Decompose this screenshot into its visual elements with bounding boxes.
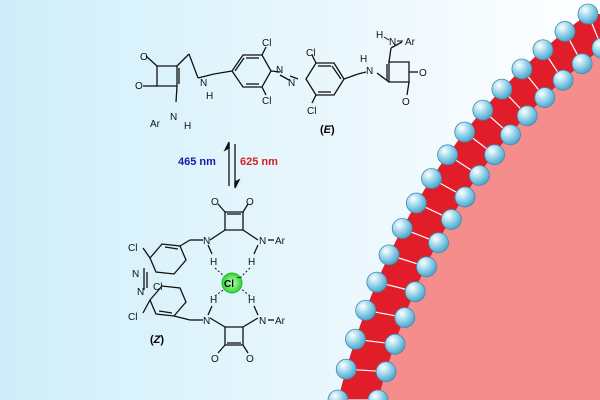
z-squaramide-bottom <box>209 317 259 354</box>
squaramide-left <box>143 53 190 103</box>
lipid-head-inner <box>375 361 397 383</box>
e-o-left-top: O <box>140 52 148 63</box>
lipid-head-outer <box>491 78 513 100</box>
lipid-head-outer <box>472 99 494 121</box>
e-cl-3: Cl <box>306 48 315 59</box>
lipid-head-inner <box>367 389 389 400</box>
lipid-head-inner <box>384 333 406 355</box>
z-squaramide-top <box>209 203 259 241</box>
wavelength-625-label: 625 nm <box>240 156 278 168</box>
e-n-right-top: N <box>389 37 396 48</box>
lipid-heads-outer <box>327 3 599 400</box>
lipid-head-inner <box>571 53 593 75</box>
photoswitch-arrows <box>223 141 241 189</box>
e-azo-n2: N <box>288 78 295 89</box>
e-nh-right-h: H <box>360 54 367 65</box>
z-n-top-right: N <box>259 236 266 247</box>
z-h-4: H <box>248 295 255 306</box>
z-cl-3: Cl <box>128 312 137 323</box>
e-azo-n1: N <box>276 65 283 76</box>
lipid-tail-band <box>338 14 600 400</box>
z-isomer-structure <box>142 203 274 354</box>
e-nh-left-n: N <box>200 78 207 89</box>
z-azo-n1: N <box>132 269 139 280</box>
e-isomer-atoms: O O N H Ar N H Cl Cl N N Cl Cl N H O O H… <box>135 30 427 136</box>
cytoplasm-region <box>365 25 600 400</box>
e-nh-left-h: H <box>206 91 213 102</box>
e-cl-1: Cl <box>262 38 271 49</box>
e-isomer-structure <box>143 41 418 104</box>
z-o-top-2: O <box>246 197 254 208</box>
e-o-right-2: O <box>402 97 410 108</box>
lipid-head-outer <box>511 58 533 80</box>
e-ar-right: Ar <box>405 37 416 48</box>
wavelength-465-label: 465 nm <box>178 156 216 168</box>
z-ar-bottom: Ar <box>275 316 286 327</box>
lipid-head-inner <box>454 186 476 208</box>
lipid-head-inner <box>484 144 505 166</box>
lipid-heads-inner <box>367 37 600 400</box>
lipid-head-outer <box>554 21 576 42</box>
e-ar-left: Ar <box>150 119 161 130</box>
z-cl-2: Cl <box>153 282 162 293</box>
e-o-right-1: O <box>419 68 427 79</box>
lipid-bilayer-membrane <box>327 3 600 400</box>
z-azo-n2: N <box>137 287 144 298</box>
lipid-head-inner <box>394 307 416 328</box>
lipid-head-outer <box>366 271 388 293</box>
lipid-head-outer <box>454 121 476 143</box>
lipid-head-outer <box>405 192 427 214</box>
e-h-left-lower: H <box>184 121 191 132</box>
z-n-top-left: N <box>203 236 210 247</box>
z-h-3: H <box>210 295 217 306</box>
e-cl-2: Cl <box>262 96 271 107</box>
lipid-head-inner <box>534 87 556 108</box>
z-o-bot-2: O <box>246 354 254 365</box>
lipid-head-outer <box>327 389 349 400</box>
e-nh-right-n: N <box>366 66 373 77</box>
z-isomer-atoms: O O N N Ar H H H H N N Ar O O Cl Cl Cl N… <box>128 197 286 365</box>
lipid-head-outer <box>577 3 599 25</box>
lipid-head-inner <box>428 232 449 254</box>
lipid-head-outer <box>378 244 400 266</box>
z-n-bot-right: N <box>259 316 266 327</box>
e-cl-4: Cl <box>307 106 316 117</box>
z-o-top-1: O <box>211 197 219 208</box>
z-cl-1: Cl <box>128 243 137 254</box>
z-n-bot-left: N <box>203 316 210 327</box>
z-benzene-bottom <box>149 285 187 317</box>
lipid-head-inner <box>468 165 490 186</box>
lipid-head-outer <box>532 39 554 61</box>
e-o-left-bottom: O <box>135 81 143 92</box>
lipid-head-outer <box>345 328 366 350</box>
lipid-head-outer <box>355 299 377 321</box>
chloride-ion-label: Cl <box>224 279 234 290</box>
chloride-ion-charge: − <box>237 275 241 282</box>
e-isomer-label: (E) <box>320 124 335 136</box>
lipid-head-inner <box>440 209 462 230</box>
e-h-right-top: H <box>376 30 383 41</box>
lipid-head-inner <box>552 69 574 91</box>
lipid-head-outer <box>421 168 442 189</box>
lipid-head-inner <box>404 281 426 303</box>
chloride-ion <box>221 272 243 294</box>
z-h-2: H <box>248 257 255 268</box>
lipid-head-inner <box>516 105 538 127</box>
lipid-head-inner <box>416 256 437 278</box>
lipid-head-outer <box>391 218 413 239</box>
z-benzene-top <box>149 243 187 275</box>
lipid-head-outer <box>437 144 459 166</box>
lipid-head-inner <box>591 37 600 59</box>
z-h-1: H <box>210 257 217 268</box>
z-isomer-label: (Z) <box>150 334 164 346</box>
e-n-left-lower: N <box>170 112 177 123</box>
z-ar-top: Ar <box>275 236 286 247</box>
squaramide-right <box>376 47 418 96</box>
lipid-head-inner <box>500 124 521 146</box>
lipid-head-outer <box>335 358 357 380</box>
z-o-bot-1: O <box>211 354 219 365</box>
